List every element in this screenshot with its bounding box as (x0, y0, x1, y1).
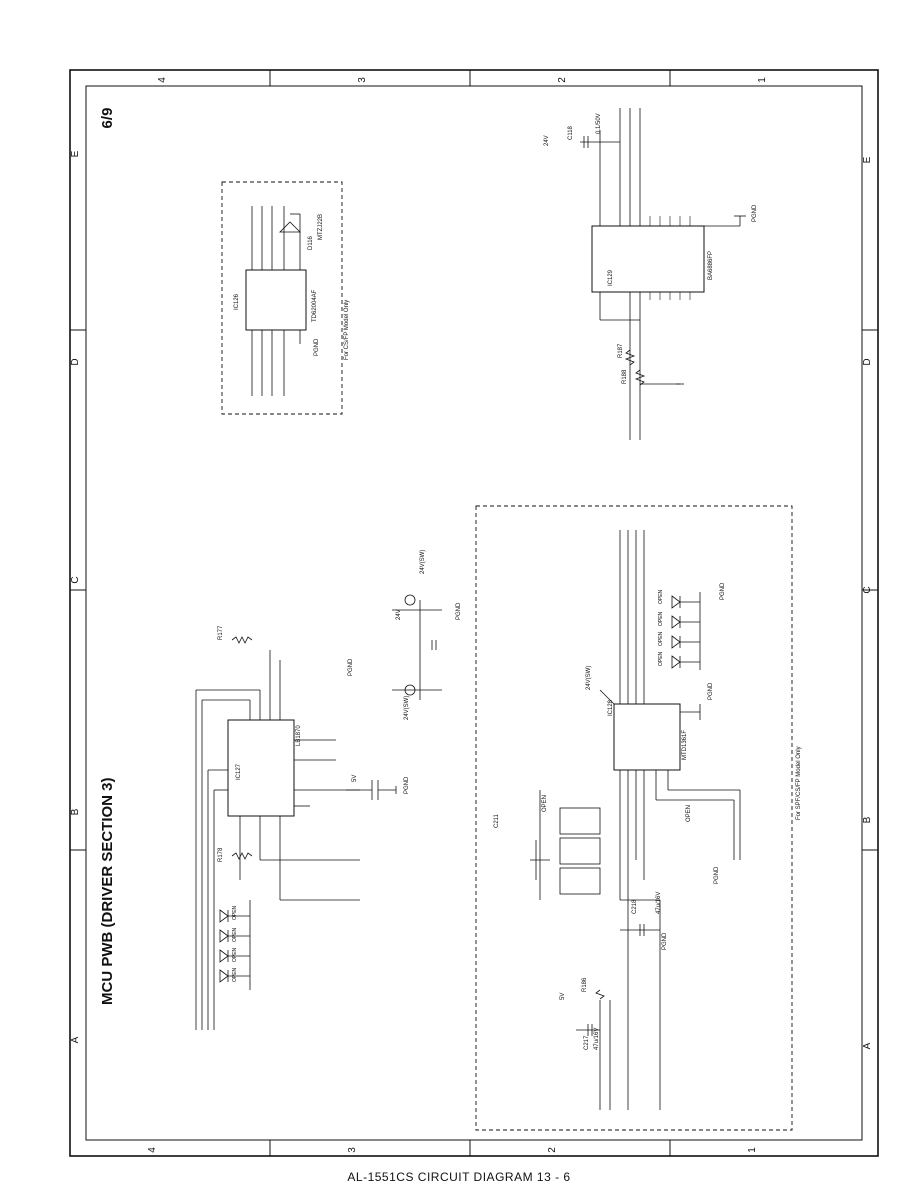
resistor-r187 (624, 349, 636, 366)
top-dashed-block: IC126 TD62004AF D116 MTZJ22B PGND For CS… (221, 181, 350, 415)
d-open-7: OPEN (658, 631, 664, 646)
resistor-r188 (634, 369, 646, 386)
ic128-part: MTD1361F (682, 730, 688, 760)
resistor-r177 (231, 636, 253, 644)
page-footer: AL-1551CS CIRCUIT DIAGRAM 13 - 6 (347, 1170, 571, 1184)
resistor-r178 (231, 852, 253, 860)
v5-bottom: 5V (560, 993, 566, 1000)
page-title: MCU PWB (DRIVER SECTION 3) (99, 777, 116, 1005)
c218-value: 47u/16V (656, 892, 662, 914)
d-open-4: OPEN (232, 967, 238, 982)
ic127-group: OPEN OPEN OPEN OPEN IC127 LB1870 R177 R1… (195, 550, 462, 1030)
frame-letter-left-a: A (70, 1036, 81, 1043)
v24-mid: 24V (396, 609, 402, 620)
sw24-upper: 24V(SW) (420, 550, 426, 574)
d116-part: MTZJ22B (318, 214, 324, 240)
r186-label: R186 (582, 977, 588, 992)
ic126-body (245, 269, 307, 331)
ic126-label: IC126 (234, 293, 240, 310)
diode-d116 (279, 221, 301, 233)
fuse-group (392, 594, 442, 700)
d-open-3: OPEN (232, 947, 238, 962)
bottom-open-1: OPEN (542, 795, 548, 812)
outer-frame (69, 69, 879, 1157)
sw24-bottom: 24V(SW) (586, 666, 592, 690)
ic129-body (591, 225, 705, 293)
d-open-6: OPEN (658, 611, 664, 626)
resistor-r186 (595, 989, 605, 1000)
ic127-pgnd: PGND (404, 776, 410, 794)
diode-right-pgnd: PGND (720, 582, 726, 600)
c211-label: C211 (494, 813, 500, 828)
frame-letter-left-b: B (70, 808, 81, 815)
bottom-block-note: For SPF/CS/FP Model Only (796, 746, 802, 820)
diode-array-right (671, 592, 701, 670)
frame-number-top-1: 1 (757, 77, 768, 83)
r188-label: R188 (622, 369, 628, 384)
fuse-pgnd: PGND (456, 602, 462, 620)
frame-number-bottom-4: 4 (147, 1147, 158, 1153)
sheet-number: 6/9 (99, 108, 116, 129)
v5-label: 5V (352, 775, 358, 782)
frame-number-bottom-3: 3 (347, 1147, 358, 1153)
inner-frame (85, 85, 863, 1141)
ic127-body (227, 719, 295, 817)
frame-number-bottom-1: 1 (747, 1147, 758, 1153)
bottom-open-2: OPEN (686, 805, 692, 822)
bottom-pgnd: PGND (714, 866, 720, 884)
d-open-8: OPEN (658, 651, 664, 666)
d116-label: D116 (308, 235, 314, 250)
c118-label: C118 (568, 125, 574, 140)
top-block-note: For CS/FP Model Only (344, 300, 350, 360)
ic126-pgnd: PGND (314, 338, 320, 356)
v24-label: 24V (544, 135, 550, 146)
ic126-part: TD62004AF (312, 289, 318, 322)
r177-label: R177 (218, 625, 224, 640)
ic128-label: IC128 (608, 699, 614, 716)
frame-letter-right-a: A (862, 1042, 873, 1049)
frame-number-bottom-2: 2 (547, 1147, 558, 1153)
ic128-pgnd: PGND (708, 682, 714, 700)
frame-letter-right-e: E (862, 156, 873, 163)
frame-ticks (70, 70, 878, 1156)
d-open-2: OPEN (232, 927, 238, 942)
d-open-1: OPEN (232, 905, 238, 920)
c217-value: 47u/16V (594, 1028, 600, 1050)
frame-letter-left-e: E (70, 150, 81, 157)
frame-number-top-2: 2 (557, 77, 568, 83)
sw24-lower: 24V(SW) (404, 696, 410, 720)
ic129-label: IC129 (608, 269, 614, 286)
frame-letter-left-c: C (70, 576, 81, 583)
cap-pgnd: PGND (662, 932, 668, 950)
frame-letter-left-d: D (70, 358, 81, 365)
cap-group-bottom (576, 924, 660, 1110)
frame-number-top-4: 4 (157, 77, 168, 83)
ic128-body (613, 703, 681, 771)
diode-array-left (219, 900, 251, 990)
frame-letter-right-c: C (862, 586, 873, 593)
frame-number-top-3: 3 (357, 77, 368, 83)
c218-label: C218 (632, 899, 638, 914)
c118-value: 0.1/50V (596, 113, 602, 134)
frame-letter-right-d: D (862, 358, 873, 365)
ic129-group: IC129 BA6886FP C118 0.1/50V 24V PGND R18… (544, 108, 758, 440)
ic129-pgnd: PGND (752, 204, 758, 222)
frame-letter-right-b: B (862, 816, 873, 823)
ic127-label: IC127 (236, 763, 242, 780)
ic129-part: BA6886FP (708, 251, 714, 280)
r187-label: R187 (618, 343, 624, 358)
bottom-dashed-block: OPEN OPEN OPEN OPEN PGND IC128 MTD1361F … (475, 505, 802, 1131)
c217-label: C217 (584, 1035, 590, 1050)
d-open-5: OPEN (658, 589, 664, 604)
r-pgnd: PGND (348, 658, 354, 676)
r178-label: R178 (218, 847, 224, 862)
resistor-network (530, 790, 601, 900)
ic127-part: LB1870 (296, 725, 302, 746)
